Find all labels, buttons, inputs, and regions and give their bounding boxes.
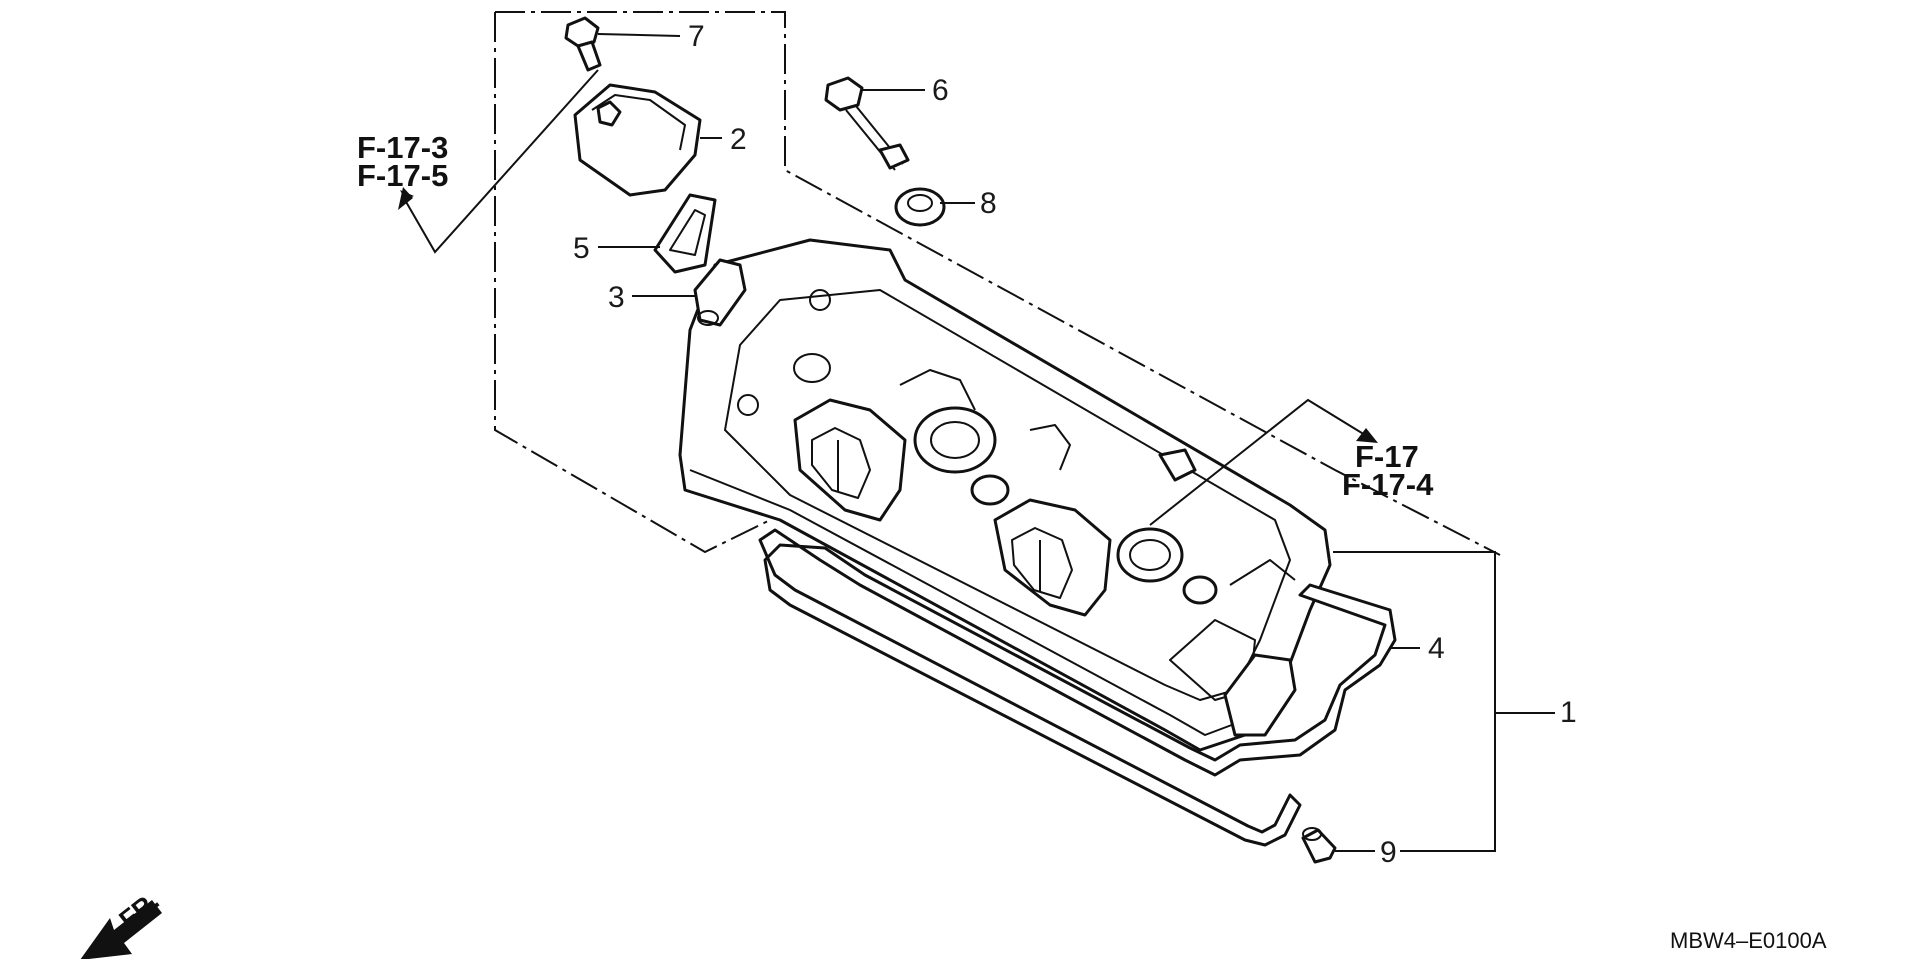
bolt-part-6: [824, 76, 910, 171]
seal-washer-part-8: [894, 187, 946, 227]
callout-8: 8: [980, 187, 997, 220]
callout-6: 6: [932, 74, 949, 107]
ref-label-f-17-5: F-17-5: [357, 158, 448, 193]
head-cover-gasket: [758, 528, 1397, 847]
callout-7: 7: [688, 20, 705, 53]
callout-2: 2: [730, 123, 747, 156]
callout-5: 5: [573, 232, 590, 265]
callout-1: 1: [1560, 696, 1577, 729]
cylinder-head-cover: [678, 238, 1332, 752]
callout-4: 4: [1428, 632, 1445, 665]
leader-lines: [597, 33, 1555, 852]
drawing-code: MBW4–E0100A: [1670, 928, 1827, 953]
front-direction-arrow: FR.: [80, 885, 165, 959]
reference-arrow-left: [398, 69, 599, 254]
ref-label-f-17: F-17: [1355, 439, 1419, 474]
ignition-coil-part-2: [573, 83, 702, 197]
reference-arrow-right: [1149, 398, 1378, 526]
bolt-part-7: [564, 16, 602, 72]
cap-part-3: [693, 258, 747, 327]
ref-label-f-17-3: F-17-3: [357, 130, 448, 165]
grommet-part-5: [653, 193, 717, 274]
callout-9: 9: [1380, 836, 1397, 869]
dowel-part-9: [1301, 827, 1337, 864]
ref-label-f-17-4: F-17-4: [1342, 467, 1434, 502]
callout-3: 3: [608, 281, 625, 314]
assembly-frame: [494, 11, 1501, 556]
